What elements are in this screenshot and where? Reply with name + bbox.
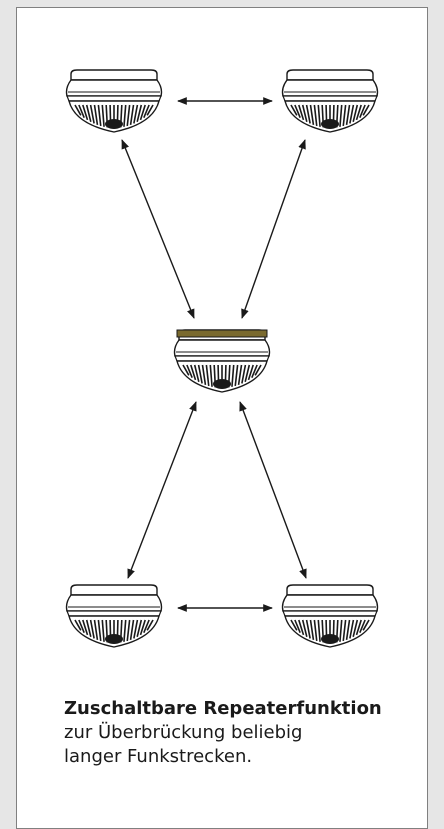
caption-body-line-1: zur Überbrückung beliebig [64, 722, 303, 743]
smoke-detector-bottom-right [281, 584, 379, 648]
link-top-right-center-arrow [241, 139, 306, 319]
content-card [16, 7, 428, 829]
caption: Zuschaltbare Repeaterfunktion zur Überbr… [64, 697, 414, 769]
repeater-network-diagram [65, 69, 379, 648]
link-center-bottom-left-arrow [127, 401, 197, 579]
caption-body-line-2: langer Funkstrecken. [64, 746, 253, 767]
link-center-bottom-right-arrow [239, 401, 307, 579]
smoke-detector-bottom-left [65, 584, 163, 648]
caption-title: Zuschaltbare Repeaterfunktion [64, 698, 382, 719]
smoke-detector-top-left [65, 69, 163, 133]
link-top-left-center-arrow [121, 139, 195, 319]
smoke-detector-top-right [281, 69, 379, 133]
smoke-detector-center [173, 329, 271, 393]
